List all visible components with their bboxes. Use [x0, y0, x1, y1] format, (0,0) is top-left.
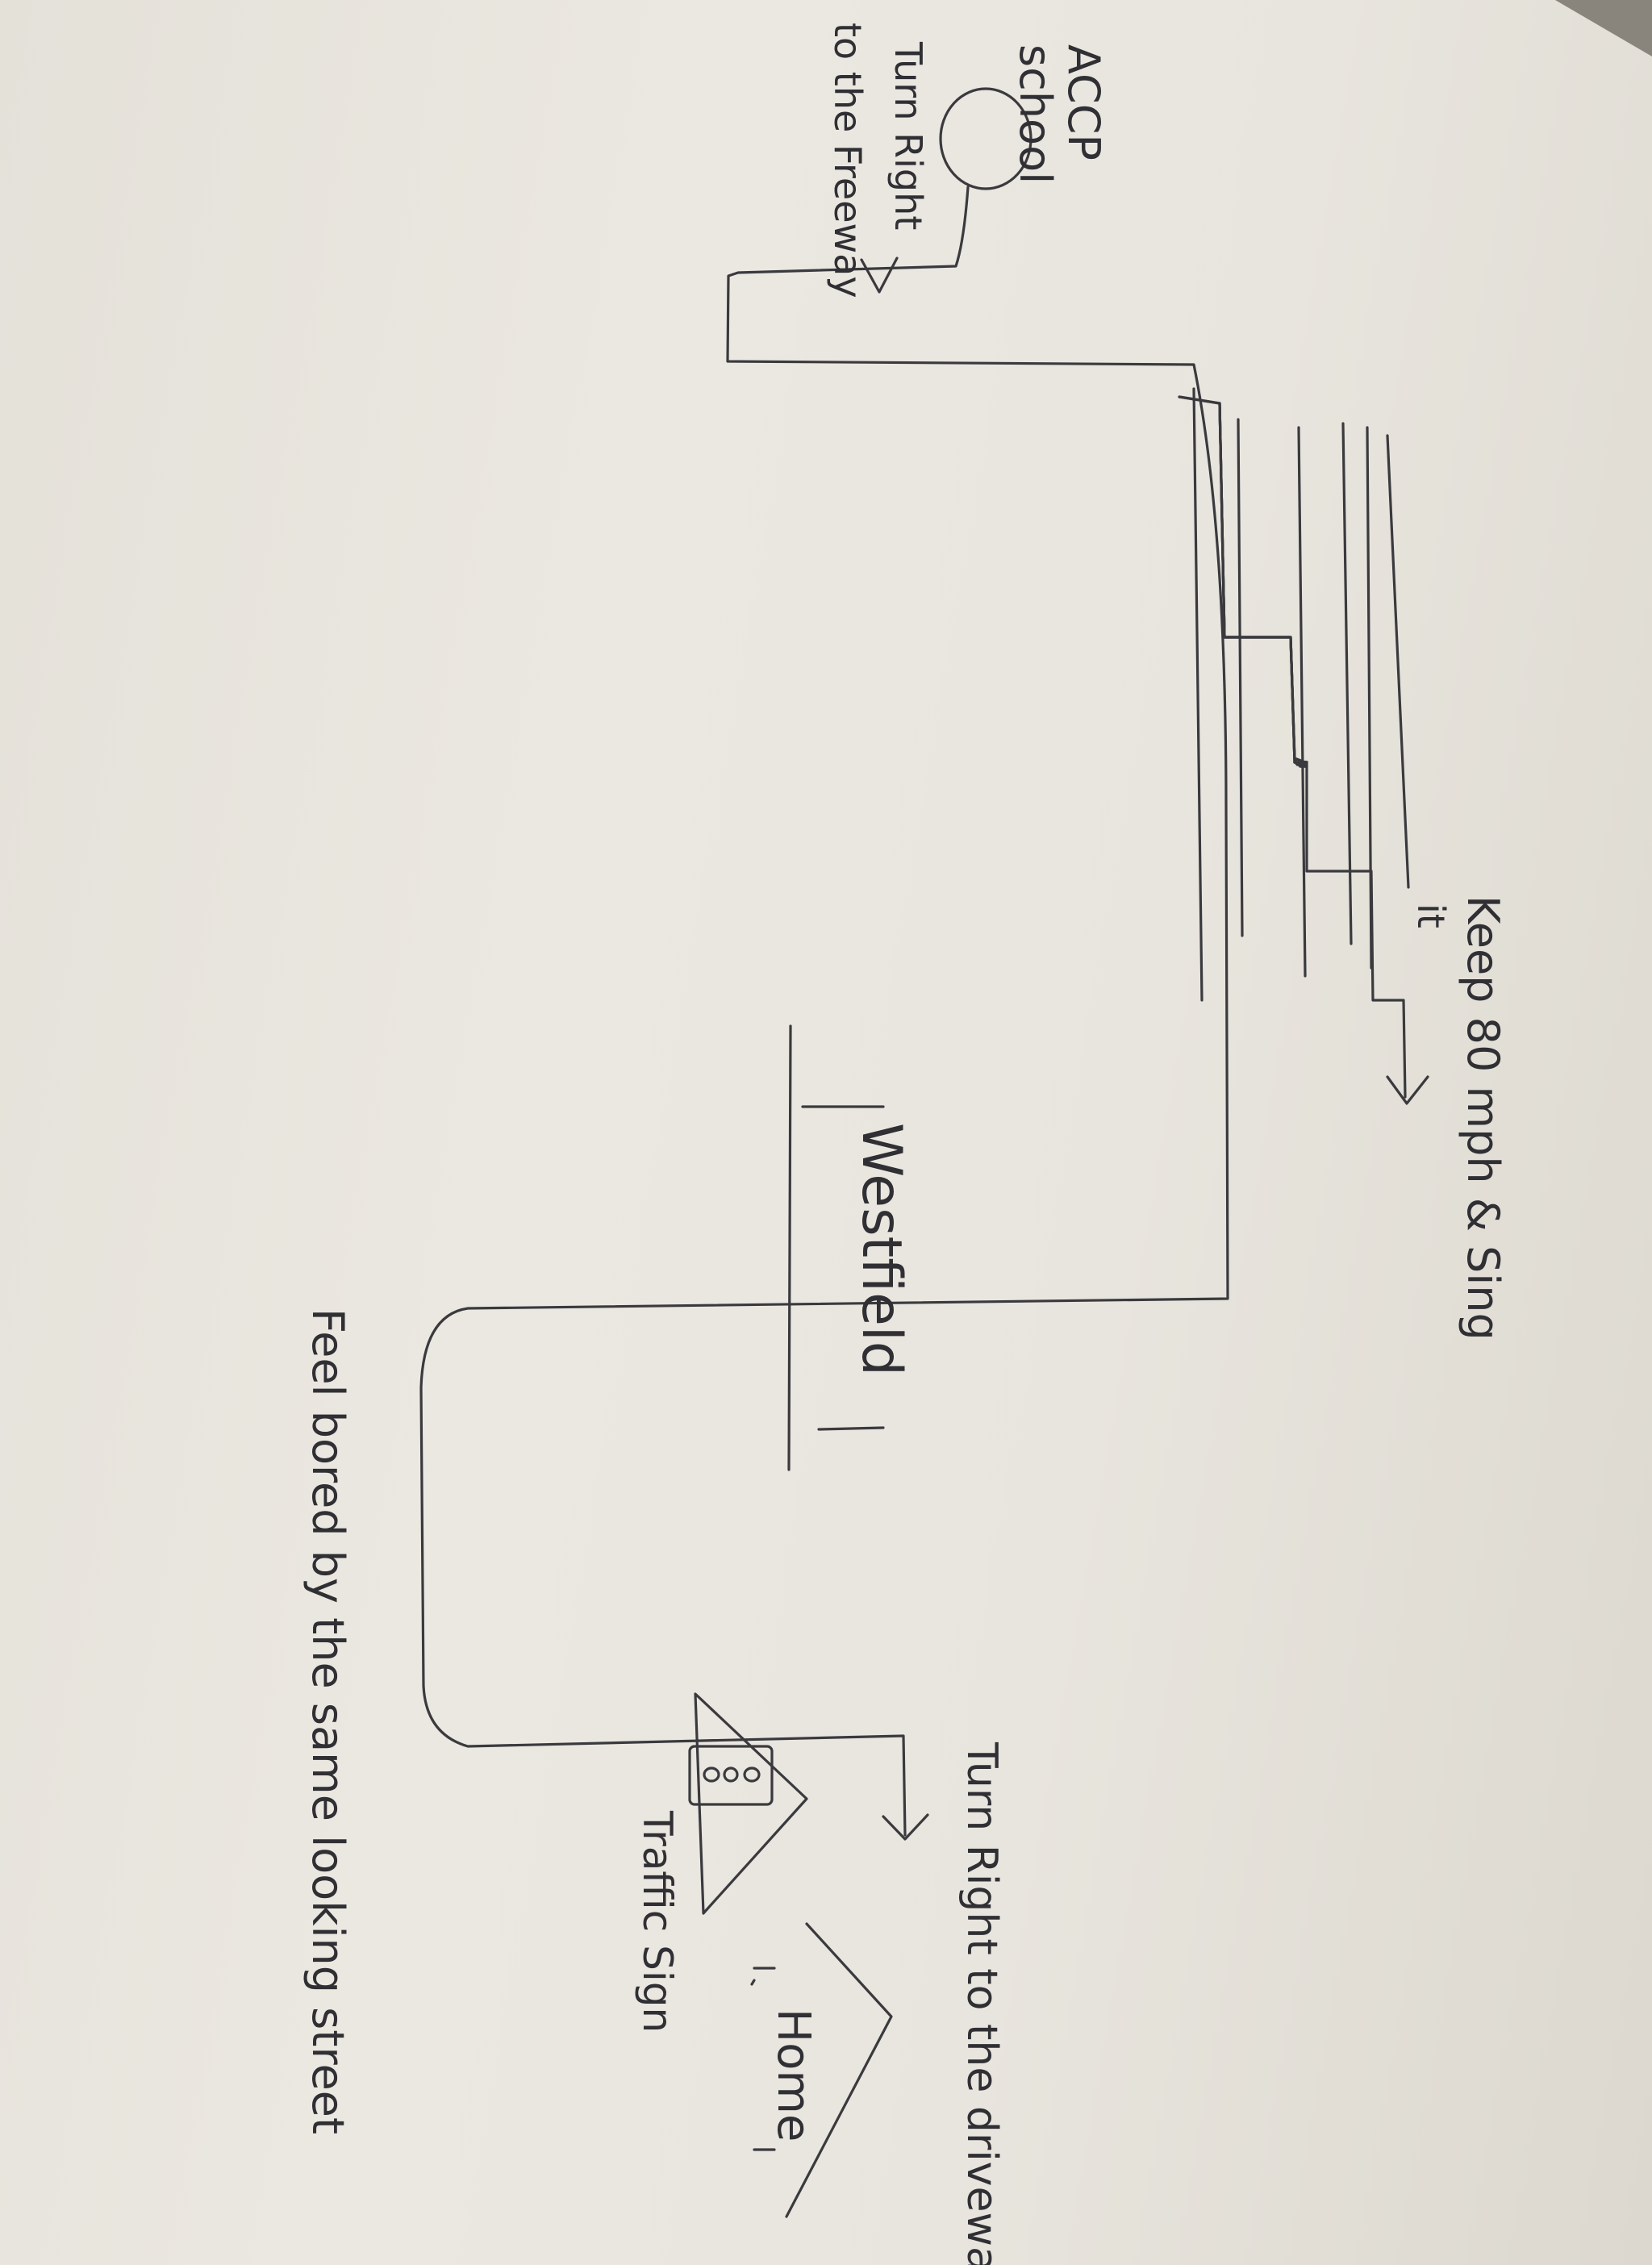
keep-speed-label-line1: Keep 80 mph & Sing — [1458, 895, 1508, 1341]
traffic-light-lamp-1 — [703, 1767, 720, 1783]
speed-arrow-icon — [1386, 1075, 1429, 1105]
school-label-line1: ACCP — [1058, 44, 1109, 161]
school-circle-icon — [939, 87, 1032, 190]
traffic-light-lamp-3 — [743, 1767, 761, 1783]
school-label-line2: school — [1010, 44, 1061, 184]
traffic-sign-label: Traffic Sign — [634, 1810, 681, 2033]
turn-right-freeway-label-line2: to the Freeway — [826, 23, 870, 298]
feel-bored-label: Feel bored by the same looking street — [302, 1308, 353, 2134]
speed-stepped-line — [1218, 402, 1407, 1099]
home-wall-left — [750, 1979, 756, 1986]
freeway-lane-line-2 — [1237, 418, 1244, 937]
westfield-box — [801, 1105, 885, 1431]
home-roof-icon — [785, 1922, 893, 2218]
westfield-label: Westfield — [849, 1123, 913, 1376]
keep-speed-label-line2: it — [1409, 903, 1453, 928]
turn-right-driveway-label: Turn Right to the driveway — [957, 1742, 1006, 2265]
traffic-light-icon — [688, 1745, 774, 1806]
freeway-lane-line-5 — [1366, 426, 1373, 970]
driveway-arrow-icon — [882, 1813, 929, 1841]
freeway-lane-line-4 — [1341, 422, 1353, 945]
freeway-lane-line-6 — [1386, 434, 1410, 889]
freeway-lane-line-3 — [1297, 426, 1307, 978]
freeway-arrow-icon — [860, 257, 899, 294]
westfield-road-line — [787, 1024, 792, 1471]
turn-right-freeway-label-line1: Turn Right — [886, 41, 930, 230]
home-label: Home — [767, 2008, 820, 2142]
route-path — [419, 186, 1229, 1837]
freeway-lane-line-1 — [1192, 387, 1204, 1002]
paper-corner-shadow — [1555, 0, 1652, 56]
traffic-light-lamp-2 — [723, 1767, 739, 1783]
